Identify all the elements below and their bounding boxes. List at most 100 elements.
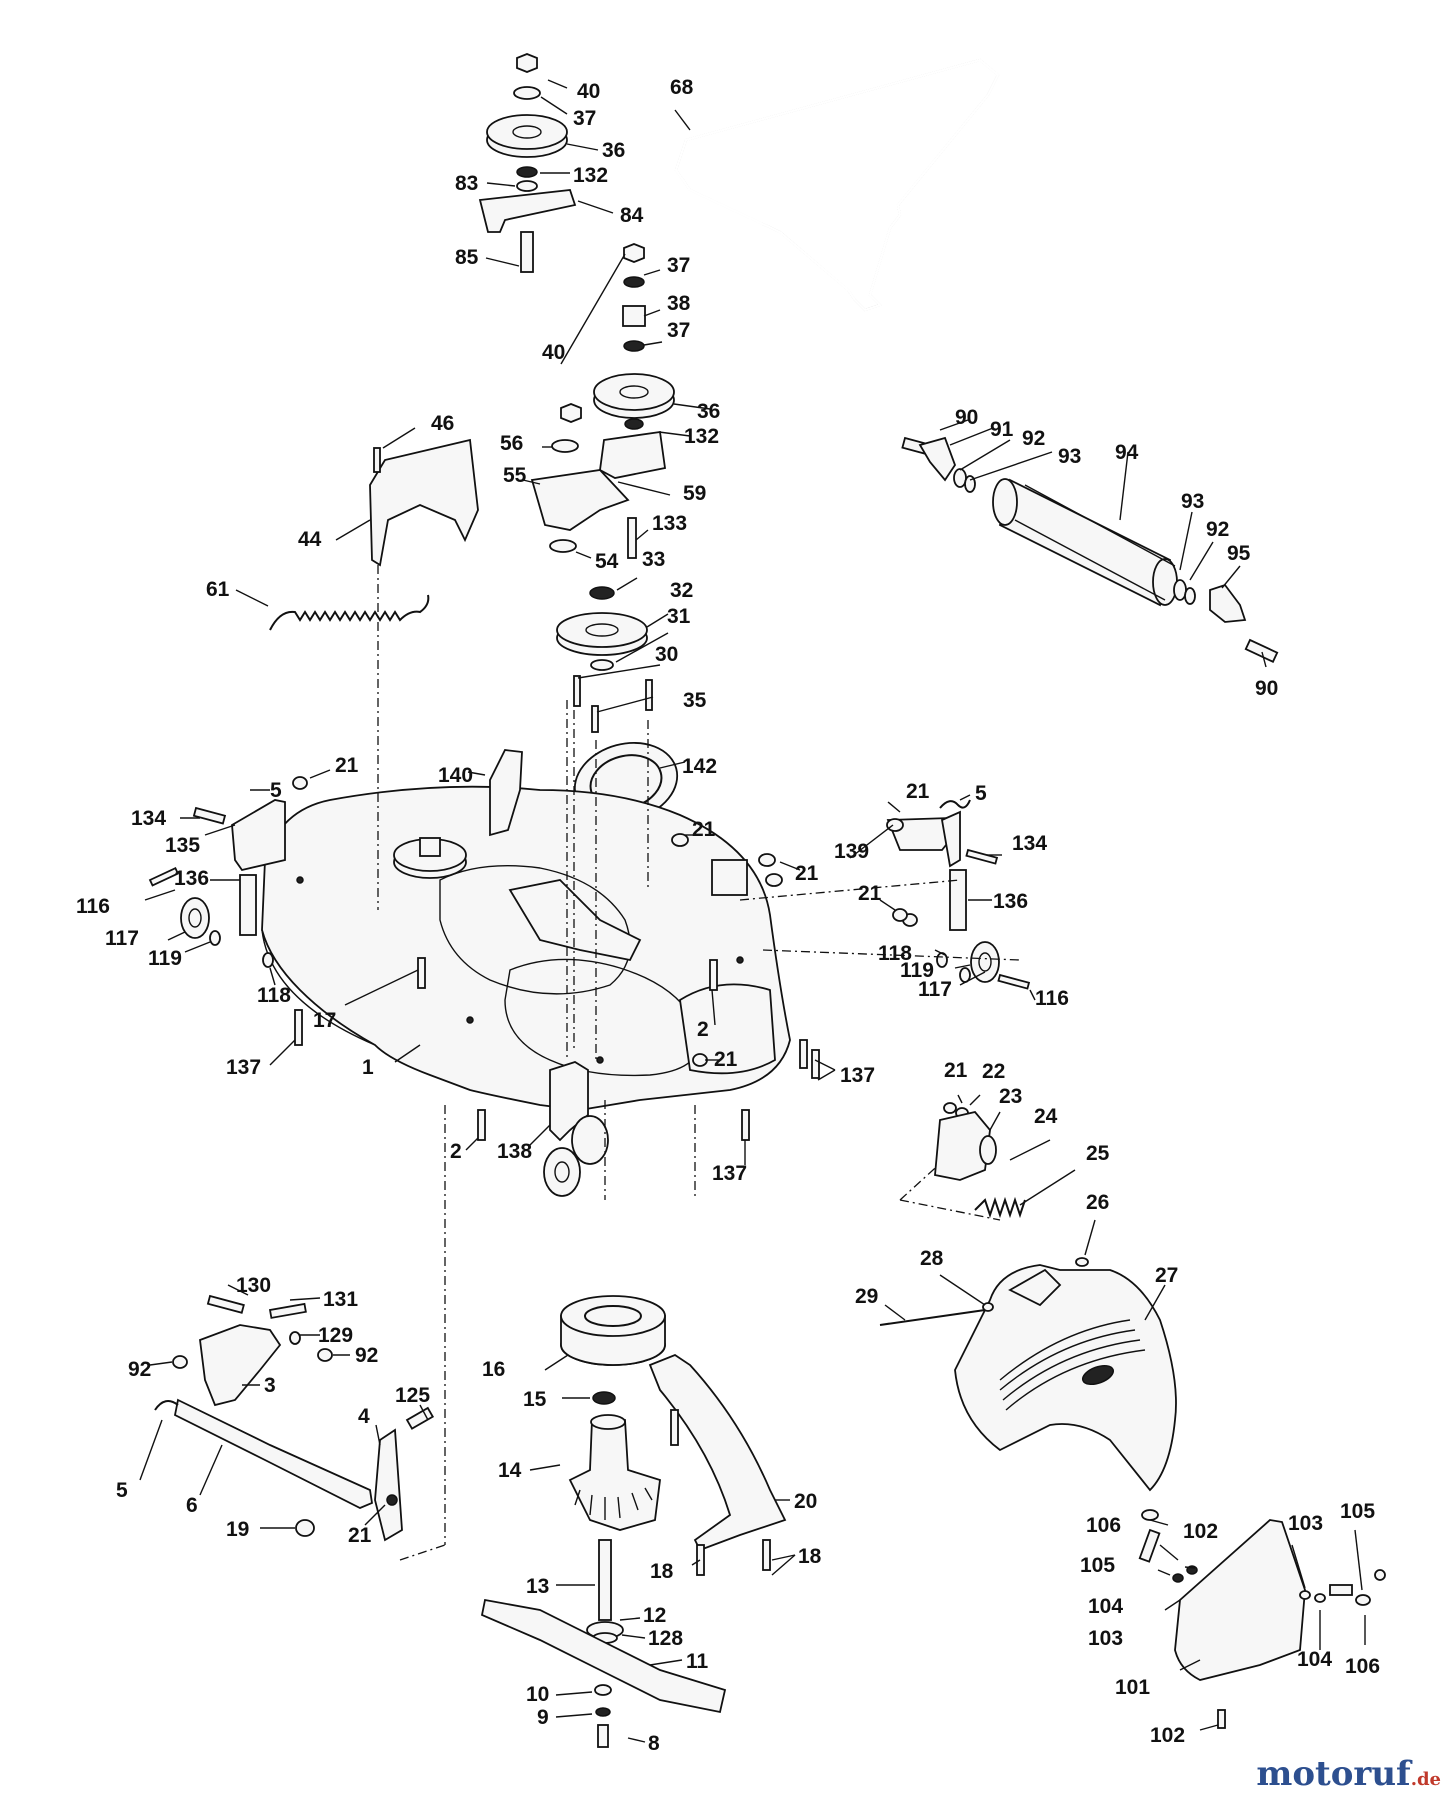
part-label: 59	[683, 482, 706, 505]
part-label: 68	[670, 76, 694, 99]
part-label: 105	[1080, 1554, 1115, 1577]
part-label: 10	[526, 1683, 549, 1706]
part-label: 44	[298, 528, 322, 551]
part-label: 130	[236, 1274, 271, 1297]
part-label: 117	[105, 927, 139, 950]
part-label: 133	[652, 512, 687, 535]
part-label: 119	[900, 959, 934, 982]
part-label: 24	[1034, 1105, 1058, 1128]
mower-deck-1	[261, 785, 791, 1111]
part-label: 26	[1086, 1191, 1109, 1214]
part-label: 90	[955, 406, 978, 429]
part-label: 118	[878, 942, 912, 965]
part-label: 137	[840, 1064, 875, 1087]
part-label: 135	[165, 834, 200, 857]
part-label: 33	[642, 548, 665, 571]
part-label: 83	[455, 172, 478, 195]
part-label: 1	[362, 1056, 374, 1079]
part-label: 16	[482, 1358, 505, 1381]
part-label: 93	[1181, 490, 1204, 513]
part-label: 134	[131, 807, 166, 830]
part-label: 21	[906, 780, 930, 803]
part-label: 21	[335, 754, 359, 777]
part-label: 40	[542, 341, 565, 364]
discharge-chute-assembly	[879, 1094, 1177, 1492]
part-label: 138	[497, 1140, 532, 1163]
part-label: 21	[944, 1059, 968, 1082]
part-label: 19	[226, 1518, 249, 1541]
part-label: 35	[683, 689, 707, 712]
part-label: 37	[667, 254, 690, 277]
part-label: 15	[523, 1388, 547, 1411]
part-label: 132	[573, 164, 608, 187]
part-label: 139	[834, 840, 869, 863]
part-label: 25	[1086, 1142, 1110, 1165]
part-label: 55	[503, 464, 527, 487]
part-label: 137	[712, 1162, 747, 1185]
part-label: 28	[920, 1247, 944, 1270]
part-label: 103	[1088, 1627, 1123, 1650]
part-label: 102	[1150, 1724, 1185, 1747]
part-label: 4	[358, 1405, 370, 1428]
part-label: 21	[714, 1048, 738, 1071]
part-label: 8	[648, 1732, 660, 1755]
part-label: 92	[1022, 427, 1045, 450]
part-label: 5	[975, 782, 987, 805]
part-label: 104	[1088, 1595, 1123, 1618]
part-label: 92	[128, 1358, 151, 1381]
part-label: 38	[667, 292, 691, 315]
idler-pulley-assembly-top	[478, 53, 614, 273]
part-label: 21	[795, 862, 819, 885]
part-label: 30	[655, 643, 678, 666]
part-label: 3	[264, 1374, 276, 1397]
part-label: 37	[573, 107, 596, 130]
part-label: 128	[648, 1627, 683, 1650]
part-label: 102	[1183, 1520, 1218, 1543]
part-label: 2	[450, 1140, 462, 1163]
part-label: 22	[982, 1060, 1005, 1083]
left-hanger-assembly	[144, 749, 523, 986]
part-label: 2	[697, 1018, 709, 1041]
part-label: 116	[76, 895, 110, 918]
part-label: 12	[643, 1604, 666, 1627]
part-label: 11	[686, 1650, 709, 1673]
drive-belt-68	[674, 58, 1000, 312]
part-label: 21	[348, 1524, 372, 1547]
part-label: 5	[270, 779, 282, 802]
part-label: 84	[620, 204, 644, 227]
part-label: 85	[455, 246, 479, 269]
part-label: 101	[1115, 1676, 1150, 1699]
part-label: 36	[697, 400, 720, 423]
right-hanger-assembly	[671, 794, 1036, 1001]
part-label: 129	[318, 1324, 353, 1347]
watermark-main: motoruf	[1256, 1754, 1411, 1794]
part-label: 18	[650, 1560, 674, 1583]
part-label: 105	[1340, 1500, 1375, 1523]
part-label: 136	[993, 890, 1028, 913]
part-label: 94	[1115, 441, 1139, 464]
part-label: 116	[1035, 987, 1069, 1010]
part-label: 37	[667, 319, 690, 342]
part-label: 103	[1288, 1512, 1323, 1535]
part-label: 46	[431, 412, 454, 435]
part-label: 92	[1206, 518, 1229, 541]
part-label: 140	[438, 764, 473, 787]
part-label: 31	[667, 605, 691, 628]
part-label: 125	[395, 1384, 430, 1407]
part-label: 5	[116, 1479, 128, 1502]
part-label: 40	[577, 80, 600, 103]
anti-scalp-roller	[901, 419, 1279, 668]
part-label: 119	[148, 947, 182, 970]
part-label: 106	[1086, 1514, 1121, 1537]
part-label: 21	[858, 882, 882, 905]
part-label: 6	[186, 1494, 198, 1517]
part-label: 13	[526, 1575, 549, 1598]
part-label: 92	[355, 1344, 378, 1367]
part-label: 104	[1297, 1648, 1332, 1671]
part-label: 142	[682, 755, 717, 778]
part-label: 95	[1227, 542, 1251, 565]
part-label: 136	[174, 867, 209, 890]
lift-linkage	[139, 1284, 435, 1542]
part-label: 17	[313, 1009, 336, 1032]
